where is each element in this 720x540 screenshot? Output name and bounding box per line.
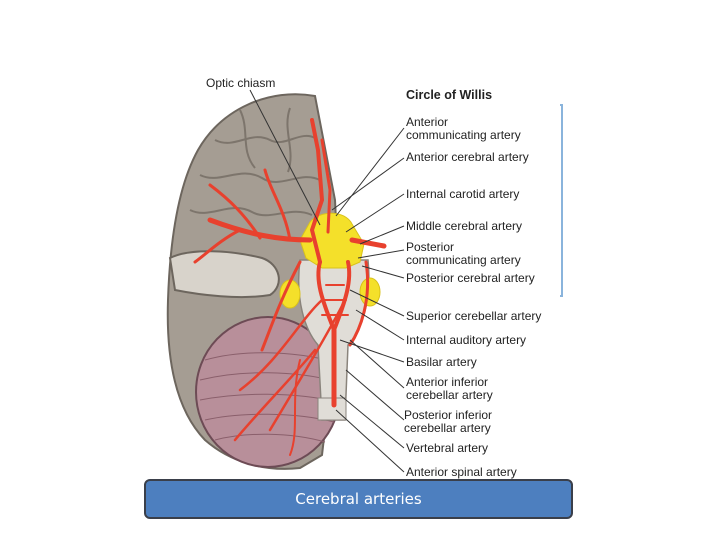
arteries — [193, 118, 387, 456]
label-optic-chiasm: Optic chiasm — [206, 76, 276, 90]
caption-text: Cerebral arteries — [295, 490, 422, 508]
label-internal-auditory-artery: Internal auditory artery — [406, 333, 527, 347]
label-middle-cerebral-artery: Middle cerebral artery — [406, 219, 523, 233]
label-anterior-spinal-artery: Anterior spinal artery — [406, 465, 517, 479]
temporal-lobe — [168, 250, 280, 299]
label-posterior-inferior-cerebellar-artery: Posterior inferior cerebellar artery — [404, 408, 493, 435]
caption-box: Cerebral arteries — [144, 479, 573, 519]
leader-lines — [249, 89, 405, 473]
label-anterior-cerebral-artery: Anterior cerebral artery — [406, 150, 529, 164]
label-circle-of-willis: Circle of Willis — [406, 88, 493, 102]
label-posterior-communicating-artery: Posterior communicating artery — [406, 240, 521, 267]
label-basilar-artery: Basilar artery — [406, 355, 477, 369]
label-anterior-inferior-cerebellar-artery: Anterior inferior cerebellar artery — [406, 375, 493, 402]
label-superior-cerebellar-artery: Superior cerebellar artery — [406, 309, 542, 323]
label-anterior-communicating-artery: Anterior communicating artery — [406, 115, 521, 142]
gyri — [189, 107, 321, 217]
label-posterior-cerebral-artery: Posterior cerebral artery — [406, 271, 535, 285]
label-vertebral-artery: Vertebral artery — [406, 441, 489, 455]
circle-of-willis-bracket — [560, 104, 563, 297]
label-internal-carotid-artery: Internal carotid artery — [406, 187, 520, 201]
circle-of-willis-region — [279, 212, 381, 309]
